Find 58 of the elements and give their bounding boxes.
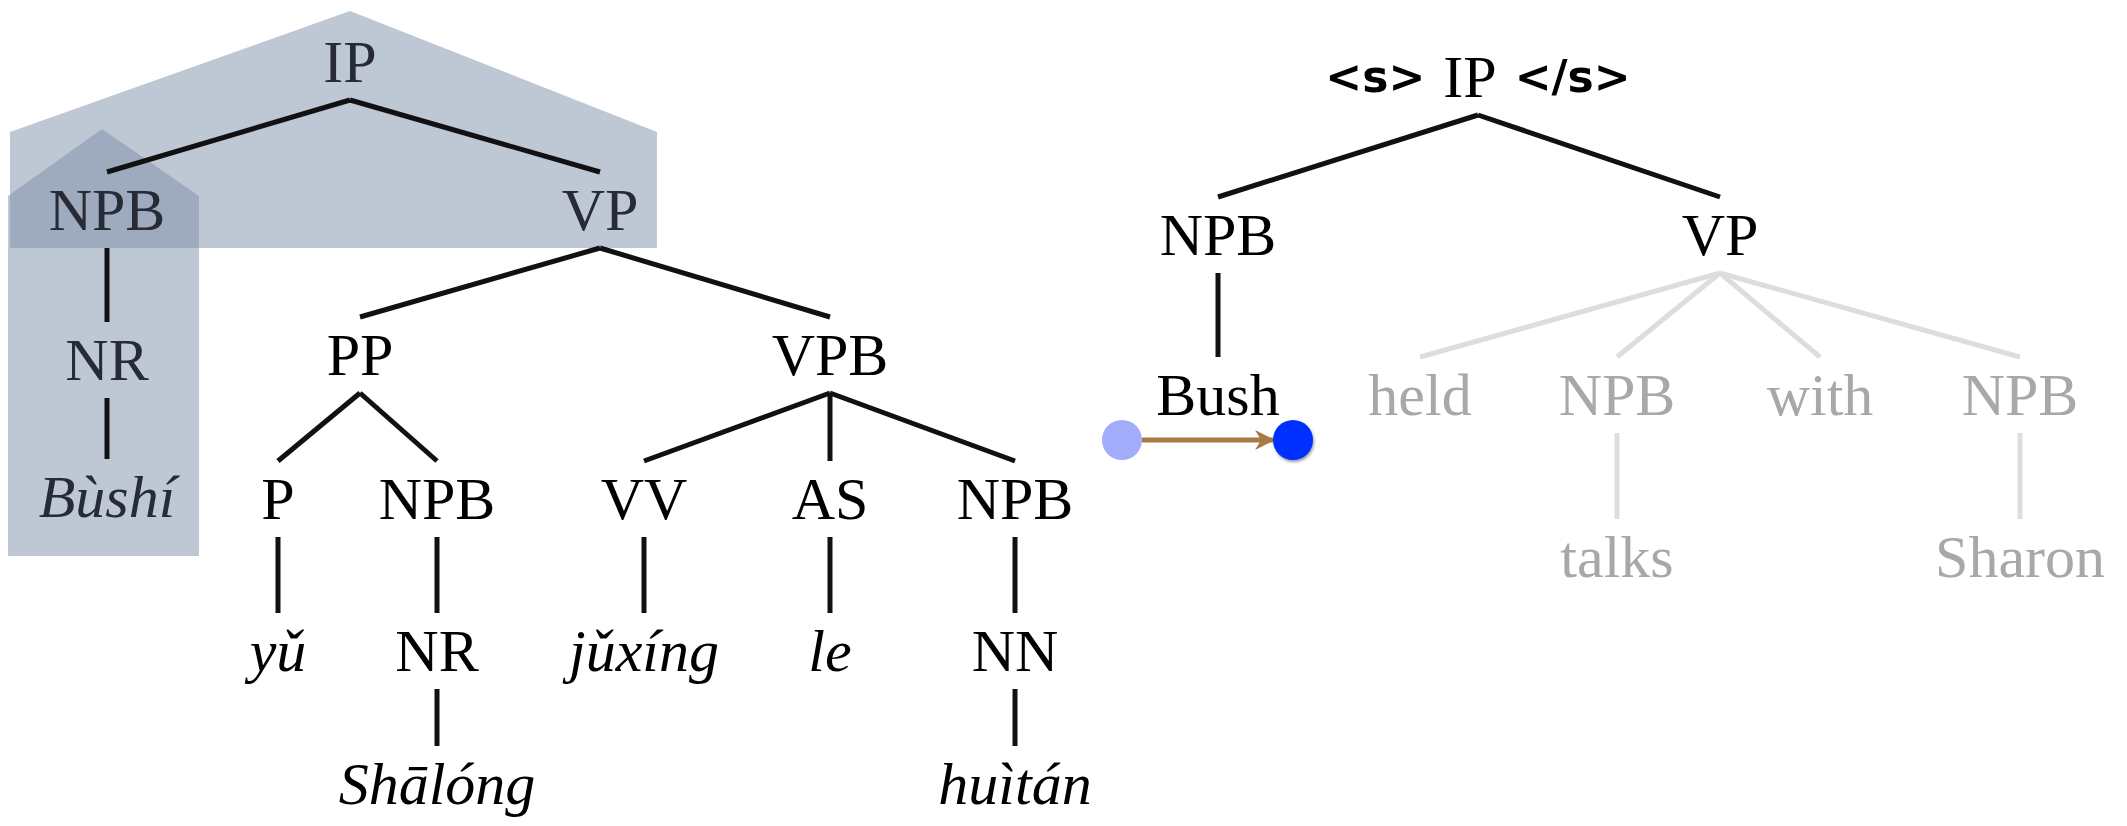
tree-branch [104,398,110,459]
sentence-marker: <s> [1325,55,1426,99]
tree-node-label: VP [1677,197,1763,273]
tree-node-label: IP [1443,47,1497,107]
tree-node-label: NPB [374,461,500,537]
tree-branch [358,391,439,463]
word-label: Bùshí [34,459,180,535]
tree-branch [599,245,831,320]
tree-branch [104,248,110,322]
tree-node-label: Sharon [1931,519,2109,595]
tree-node-label: PP [322,317,398,393]
tree-branch [275,537,281,613]
tree-branch [829,390,1016,464]
tree-node-label: VP [557,172,643,248]
tree-branch [1012,537,1018,613]
tree-branch [1419,270,1721,360]
tree-branch [1614,433,1620,519]
tree-node-label: with [1762,357,1878,433]
tree-node-label: NPB [44,172,170,248]
tree-branch [2017,433,2023,519]
word-label: Shālóng [334,746,540,822]
tree-branch [1477,112,1721,200]
tree-node-label: talks [1556,519,1678,595]
tree-node-label: P [257,461,299,537]
tree-branch [1719,270,2021,360]
tree-node-label: Bush [1152,357,1284,433]
word-label: huìtán [934,746,1096,822]
tree-node-label: NN [967,613,1063,689]
tree-branch [1217,112,1479,200]
tree-node-label: NPB [1155,197,1281,273]
tree-branch [643,390,831,464]
tree-branch [276,391,362,463]
tree-branch [1012,689,1018,746]
tree-branch [827,537,833,613]
tree-branch [1215,273,1221,357]
tree-node-label: AS [787,461,873,537]
tree-node-label: NPB [1957,357,2083,433]
dot-marker [1102,420,1142,460]
tree-branch [106,97,351,175]
tree-node-label: VV [596,461,692,537]
tree-node-label: NR [61,322,153,398]
word-label: le [804,613,856,689]
tree-node-label: NR [391,613,483,689]
tree-branch [434,689,440,746]
tree-branch [359,245,601,320]
tree-node-label: VPB [767,317,893,393]
tree-node-label: IP [319,24,381,100]
arrow [1142,430,1275,450]
sentence-marker: </s> [1514,55,1631,99]
word-label: yǔ [245,613,311,689]
tree-node-label: held [1364,357,1476,433]
tree-node-label: NPB [1554,357,1680,433]
tree-branch [349,97,601,175]
tree-branch [434,537,440,613]
dot-marker [1273,420,1313,460]
tree-branch [827,393,833,461]
tree-node-label: NPB [952,461,1078,537]
tree-branch [641,537,647,613]
